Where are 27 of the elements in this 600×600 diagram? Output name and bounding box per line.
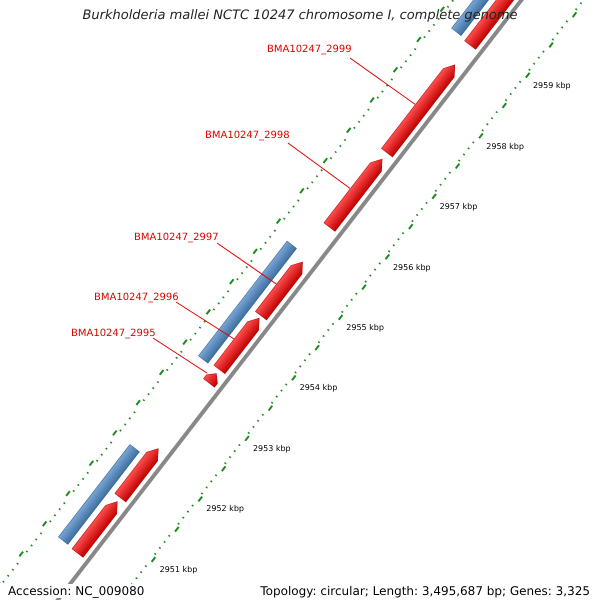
gene-feature bbox=[255, 262, 303, 320]
gene-feature bbox=[324, 158, 382, 232]
gene-label: BMA10247_2998 bbox=[205, 130, 290, 141]
gene-feature bbox=[381, 64, 456, 158]
scale-label: 2951 kbp bbox=[160, 564, 198, 574]
scale-label: 2956 kbp bbox=[392, 262, 431, 272]
title: Burkholderia mallei NCTC 10247 chromosome I, complete genome bbox=[81, 8, 519, 23]
leader-line bbox=[350, 58, 416, 105]
leader-line bbox=[216, 242, 277, 284]
scale-label: 2955 kbp bbox=[346, 323, 384, 332]
gene-label: BMA10247_2999 bbox=[267, 44, 352, 55]
scale-label: 2958 kbp bbox=[486, 142, 524, 151]
scale-label: 2953 kbp bbox=[252, 444, 291, 453]
gene-label: BMA10247_2995 bbox=[71, 328, 156, 339]
gene-feature bbox=[214, 318, 260, 374]
scale-label: 2957 kbp bbox=[440, 202, 478, 212]
genome-info-text: Topology: circular; Length: 3,495,687 bp; Genes: 3,325 bbox=[260, 584, 590, 598]
gene-feature bbox=[203, 373, 218, 388]
leader-line bbox=[288, 142, 351, 189]
scale-label: 2959 kbp bbox=[532, 81, 571, 90]
scale-label: 2952 kbp bbox=[206, 504, 244, 514]
scale-label: 2954 kbp bbox=[300, 383, 338, 392]
gene-label: BMA10247_2997 bbox=[134, 232, 219, 243]
leader-line bbox=[176, 302, 234, 340]
gene-label: BMA10247_2996 bbox=[94, 292, 179, 303]
accession-text: Accession: NC_009080 bbox=[8, 584, 144, 598]
leader-line bbox=[152, 338, 208, 374]
